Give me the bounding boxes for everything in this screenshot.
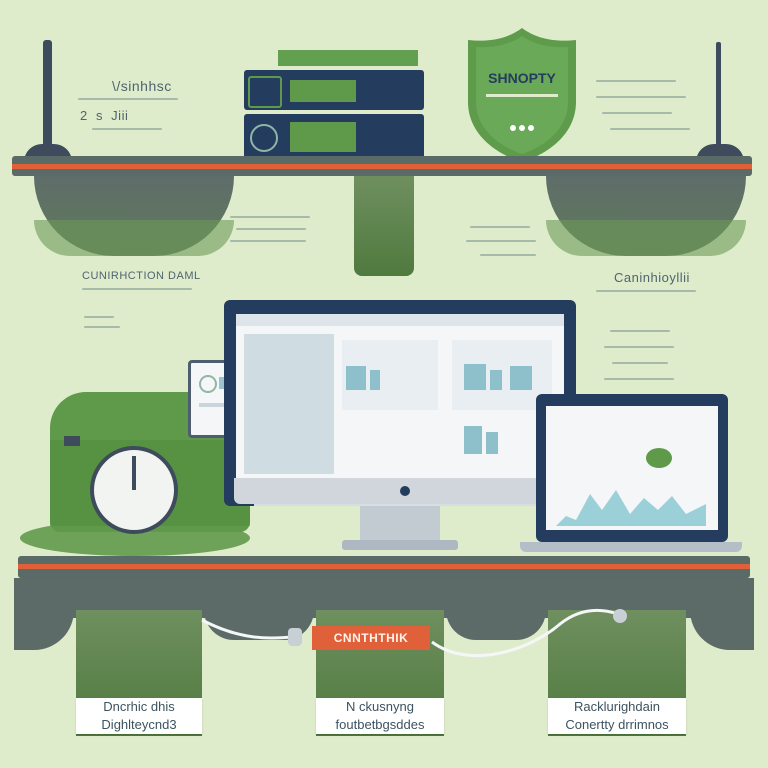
info-card-3: Racklurighdain Conertty drrimnos — [548, 698, 686, 734]
dial-icon — [90, 446, 178, 534]
top-shelf-stripe — [12, 164, 752, 169]
security-shield-icon: SHNOPTY — [466, 26, 578, 164]
connector-label-text: CNNTHTHIK — [333, 631, 409, 645]
info-card-2-line2: foutbetbgsddes — [335, 717, 425, 732]
laptop — [520, 394, 742, 562]
server-rack-icon — [244, 50, 424, 162]
cable-icon — [201, 608, 627, 657]
top-support-center — [354, 176, 414, 276]
info-card-3-line2: Conertty drrimnos — [565, 717, 669, 732]
info-card-1-line1: Dncrhic dhis — [103, 699, 175, 714]
antenna-right-icon — [690, 42, 750, 162]
info-card-1: Dncrhic dhis Dighlteycnd3 — [76, 698, 202, 734]
mid-label-right: Caninhioyllii — [614, 270, 690, 285]
info-card-1-line2: Dighlteycnd3 — [101, 717, 177, 732]
top-left-label-2: 2 s Jiii — [80, 108, 129, 123]
chart-pie-icon — [646, 448, 672, 468]
desktop-monitor — [224, 300, 576, 560]
info-card-2-line1: N ckusnyng — [346, 699, 414, 714]
top-left-label-1: \/sinhhsc — [112, 78, 172, 94]
middle-shelf-stripe — [18, 564, 750, 569]
info-card-2: N ckusnyng foutbetbgsddes — [316, 698, 444, 734]
connector-label: CNNTHTHIK — [312, 626, 430, 650]
antenna-left-icon — [18, 40, 78, 162]
info-card-3-line1: Racklurighdain — [574, 699, 660, 714]
shield-label: SHNOPTY — [488, 70, 556, 86]
mid-label-left: CUNIRHCTION DAML — [82, 270, 201, 282]
